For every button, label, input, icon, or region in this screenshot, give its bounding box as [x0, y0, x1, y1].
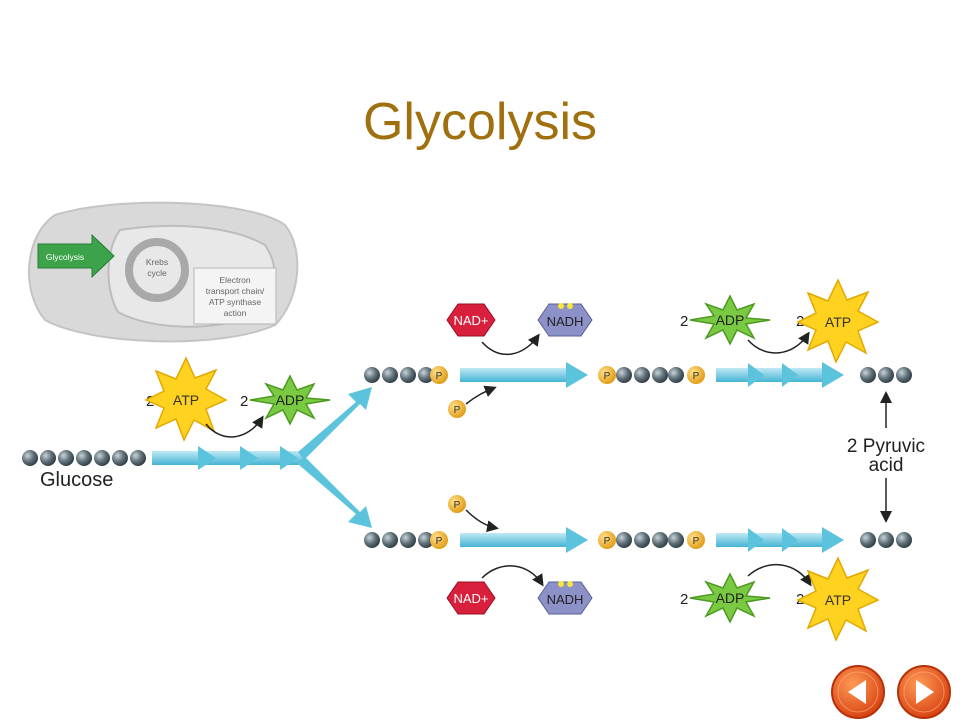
glycolysis-inset-arrow — [37, 233, 115, 279]
top-phosphate-label: P — [436, 371, 443, 382]
glucose-label: Glucose — [40, 469, 113, 491]
atp-to-adp-arrow — [205, 415, 264, 438]
top-bis-p1: P — [604, 371, 611, 382]
investment-arrow — [152, 387, 372, 528]
bottom-adp-count: 2 — [680, 591, 688, 608]
bottom-atp-label: ATP — [825, 592, 851, 608]
top-bisphosphate-molecule — [598, 366, 705, 384]
bottom-phosphate-in — [448, 495, 466, 513]
bottom-nadh-hexagon — [537, 581, 593, 615]
mitochondrion-inset: Glycolysis Krebs cycle Electron transpor… — [28, 201, 299, 343]
bottom-payoff-arrow — [716, 527, 844, 553]
top-phosphate-in-label: P — [454, 405, 461, 416]
pyruvic-acid-label-1: 2 Pyruvic — [847, 436, 925, 457]
glucose-molecule — [22, 450, 146, 466]
top-phosphate-in — [448, 400, 466, 418]
bottom-pyruvate-molecule — [860, 532, 912, 548]
adp-out-star — [249, 374, 331, 426]
top-payoff-arrow — [716, 362, 844, 388]
bottom-bis-p1: P — [604, 536, 611, 547]
right-triangle-icon — [897, 665, 951, 719]
previous-button[interactable] — [830, 664, 886, 720]
top-oxidation-arrow — [460, 362, 588, 388]
page-title: Glycolysis — [362, 93, 598, 151]
bottom-adp-star — [689, 572, 771, 624]
next-button[interactable] — [896, 664, 952, 720]
bottom-phosphate-arrow — [465, 509, 499, 533]
inset-etc-label-4: action — [224, 308, 247, 318]
top-bis-p2: P — [693, 371, 700, 382]
top-nad-label: NAD+ — [453, 313, 488, 328]
top-nadh-hexagon — [537, 303, 593, 337]
top-adp-label: ADP — [716, 312, 745, 328]
krebs-cycle-ring — [125, 238, 189, 302]
top-adp-star — [689, 294, 771, 346]
bottom-atp-starburst — [796, 556, 880, 642]
bottom-phosphate-label: P — [436, 536, 443, 547]
bottom-oxidation-arrow — [460, 527, 588, 553]
top-nad-arrow — [481, 333, 540, 356]
bottom-nadh-label: NADH — [547, 592, 584, 607]
top-g3p-molecule — [364, 366, 448, 384]
top-atp-starburst — [796, 278, 880, 364]
bottom-bisphosphate-molecule — [598, 531, 705, 549]
inset-krebs-label-2: cycle — [147, 268, 167, 278]
atp-in-label: ATP — [173, 392, 199, 408]
bottom-adp-label: ADP — [716, 590, 745, 606]
bottom-phosphate-in-label: P — [454, 500, 461, 511]
inset-krebs-label-1: Krebs — [146, 257, 168, 267]
adp-out-count: 2 — [240, 393, 248, 410]
bottom-adp-arrow — [747, 563, 812, 587]
inset-glycolysis-label: Glycolysis — [46, 252, 84, 262]
adp-out-label: ADP — [276, 392, 305, 408]
bottom-nad-arrow — [481, 565, 544, 587]
top-phosphate-arrow — [465, 385, 497, 405]
etc-box — [193, 267, 277, 325]
bottom-g3p-molecule — [364, 531, 448, 549]
bottom-nad-hexagon — [446, 581, 496, 615]
inset-etc-label-2: transport chain/ — [206, 286, 265, 296]
atp-in-starburst — [144, 356, 228, 442]
bottom-nad-label: NAD+ — [453, 591, 488, 606]
top-atp-label: ATP — [825, 314, 851, 330]
inset-etc-label-3: ATP synthase — [209, 297, 261, 307]
top-nad-hexagon — [446, 303, 496, 337]
bottom-bis-p2: P — [693, 536, 700, 547]
top-nadh-label: NADH — [547, 314, 584, 329]
top-adp-count: 2 — [680, 313, 688, 330]
left-triangle-icon — [831, 665, 885, 719]
inset-etc-label-1: Electron — [219, 275, 250, 285]
pyruvic-acid-label-2: acid — [869, 455, 904, 476]
top-pyruvate-molecule — [860, 367, 912, 383]
top-adp-arrow — [747, 331, 810, 354]
